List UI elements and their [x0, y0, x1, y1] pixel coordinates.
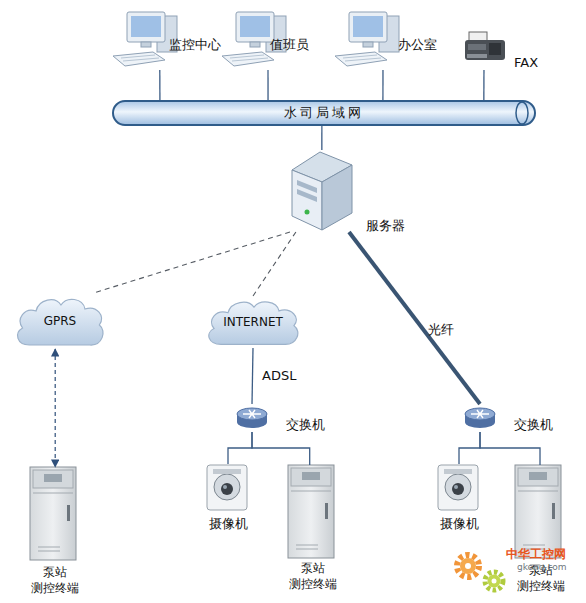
computer-node: 值班员: [220, 10, 320, 70]
node-label: 摄像机: [203, 515, 253, 533]
connector-line: [159, 70, 160, 100]
node-label: 摄像机: [434, 515, 484, 533]
connector-line: [228, 432, 252, 464]
node-label: 监控中心: [169, 36, 233, 54]
connector-line: [382, 70, 383, 100]
connector-line: [94, 232, 290, 293]
connector-line: [349, 232, 480, 404]
cabinet-icon: [30, 467, 76, 560]
node-label: 水司局域网: [112, 104, 536, 122]
node-label: 交换机: [514, 416, 564, 434]
network-cloud: GPRS: [12, 293, 108, 349]
edge-label: 光纤: [428, 322, 454, 338]
terminal-node: 泵站 测控终端: [22, 467, 88, 592]
node-label: 办公室: [398, 36, 445, 54]
watermark-url: gkong.com: [517, 562, 567, 573]
computer-node: 监控中心: [113, 10, 233, 70]
terminal-node: 泵站 测控终端: [280, 465, 346, 590]
camera-node: 摄像机: [203, 464, 253, 532]
switch-node: 交换机: [464, 404, 564, 432]
connector-line: [55, 349, 56, 467]
camera-icon: [207, 465, 247, 510]
camera-node: 摄像机: [434, 464, 484, 532]
fax-icon: [465, 32, 505, 60]
connector-line: [252, 432, 310, 465]
node-label: GPRS: [12, 313, 108, 329]
watermark-gears: [457, 555, 503, 590]
switch-icon: [237, 408, 267, 428]
network-cloud: INTERNET: [203, 296, 303, 348]
connector-line: [483, 70, 484, 100]
cabinet-icon: [288, 465, 334, 558]
computer-icon: [335, 12, 399, 66]
server-icon: [292, 152, 352, 230]
fax-node: FAX: [462, 30, 552, 70]
server-node: 服务器: [290, 150, 408, 232]
connector-line: [267, 70, 268, 100]
connector-line: [480, 432, 540, 465]
camera-icon: [438, 465, 478, 510]
node-label: 值班员: [270, 36, 320, 54]
node-label: 泵站 测控终端: [280, 560, 346, 592]
switch-icon: [465, 408, 495, 428]
watermark-text: 中华工控网: [506, 547, 566, 561]
node-label: 泵站 测控终端: [22, 564, 88, 596]
cabinet-icon: [515, 465, 561, 558]
switch-node: 交换机: [236, 404, 336, 432]
node-label: 服务器: [366, 217, 408, 235]
connector-line: [459, 432, 480, 464]
connector-line: [321, 126, 322, 150]
node-label: 交换机: [286, 416, 336, 434]
node-label: FAX: [514, 54, 552, 72]
connector-line: [252, 348, 253, 404]
edge-label: ADSL: [262, 368, 296, 384]
connector-line: [253, 232, 296, 296]
lan-band: 水司局域网: [112, 100, 536, 126]
computer-icon: [113, 12, 177, 66]
node-label: INTERNET: [203, 314, 303, 330]
computer-node: 办公室: [335, 10, 445, 70]
